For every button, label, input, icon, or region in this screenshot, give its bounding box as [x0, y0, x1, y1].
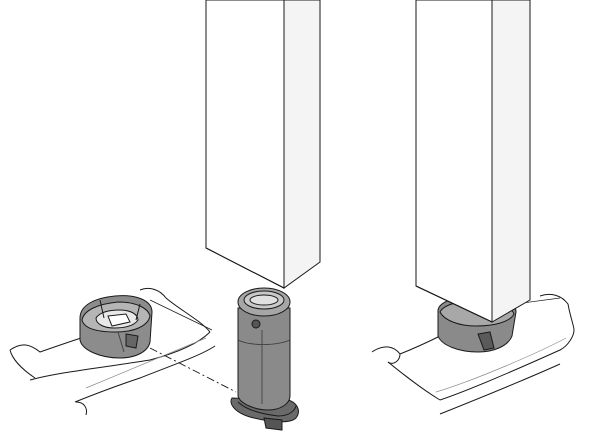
- foot-clip-icon: [79, 295, 153, 359]
- left-floor-rail-icon: [9, 287, 216, 416]
- adjustable-foot-icon: [230, 287, 299, 431]
- left-upright-post-icon: [205, 0, 321, 289]
- right-upright-post-icon: [415, 0, 531, 323]
- dash-dot-guide-line-icon: [149, 347, 237, 393]
